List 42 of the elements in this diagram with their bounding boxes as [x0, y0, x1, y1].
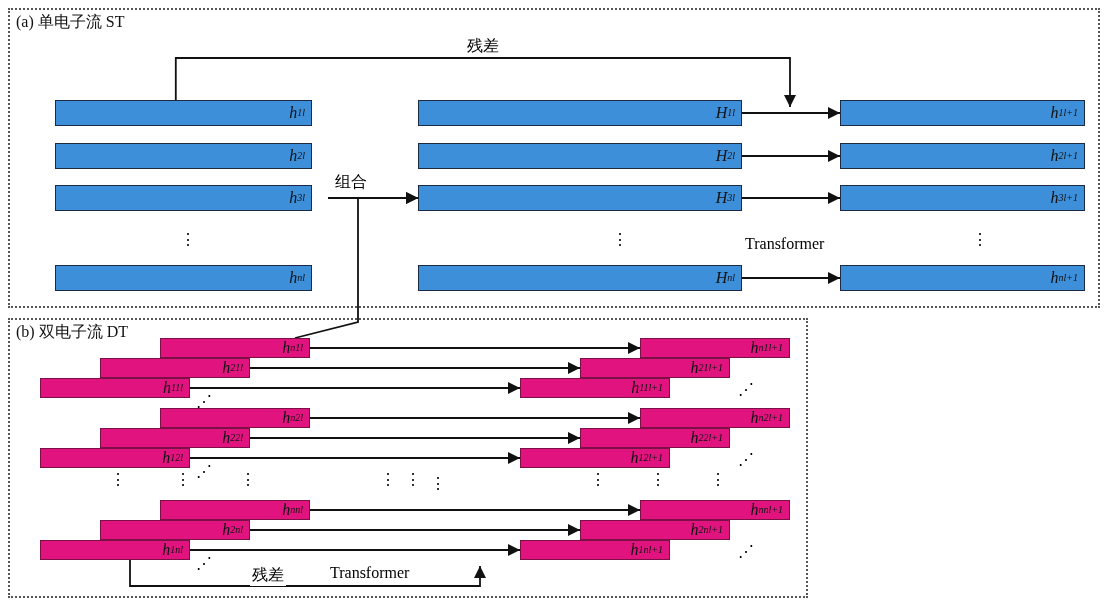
ellipsis-dots: ⋮	[175, 472, 191, 488]
ellipsis-dots: ⋰	[738, 452, 754, 468]
ellipsis-dots: ⋮	[710, 472, 726, 488]
arrow	[189, 452, 521, 464]
edge-label: 组合	[333, 172, 369, 193]
ellipsis-dots: ⋮	[240, 472, 256, 488]
arrow	[174, 57, 796, 108]
arrow	[294, 192, 419, 339]
arrow	[189, 382, 521, 394]
ellipsis-dots: ⋮	[590, 472, 606, 488]
ellipsis-dots: ⋮	[110, 472, 126, 488]
section-title: (b) 双电子流 DT	[16, 322, 128, 343]
section-title: (a) 单电子流 ST	[16, 12, 125, 33]
arrow	[741, 107, 841, 119]
ellipsis-dots: ⋰	[738, 544, 754, 560]
arrow	[741, 192, 841, 204]
arrow	[309, 412, 641, 424]
arrow	[189, 544, 521, 556]
ellipsis-dots: ⋰	[196, 394, 212, 410]
ellipsis-dots: ⋮	[430, 476, 446, 492]
arrow	[309, 342, 641, 354]
arrow	[741, 150, 841, 162]
ellipsis-dots: ⋮	[405, 472, 421, 488]
arrow	[249, 524, 581, 536]
ellipsis-dots: ⋮	[612, 232, 628, 248]
ellipsis-dots: ⋰	[196, 464, 212, 480]
arrow	[249, 432, 581, 444]
arrow	[741, 272, 841, 284]
ellipsis-dots: ⋰	[196, 556, 212, 572]
arrow	[129, 559, 486, 587]
edge-label: 残差	[250, 565, 286, 586]
ellipsis-dots: ⋮	[180, 232, 196, 248]
ellipsis-dots: ⋮	[972, 232, 988, 248]
caption-text: Transformer	[745, 236, 825, 252]
ellipsis-dots: ⋮	[380, 472, 396, 488]
section-frame	[8, 8, 1100, 308]
section-frame	[8, 318, 808, 598]
ellipsis-dots: ⋰	[738, 382, 754, 398]
arrow	[249, 362, 581, 374]
ellipsis-dots: ⋮	[650, 472, 666, 488]
arrow	[309, 504, 641, 516]
caption-text: Transformer	[330, 565, 410, 581]
